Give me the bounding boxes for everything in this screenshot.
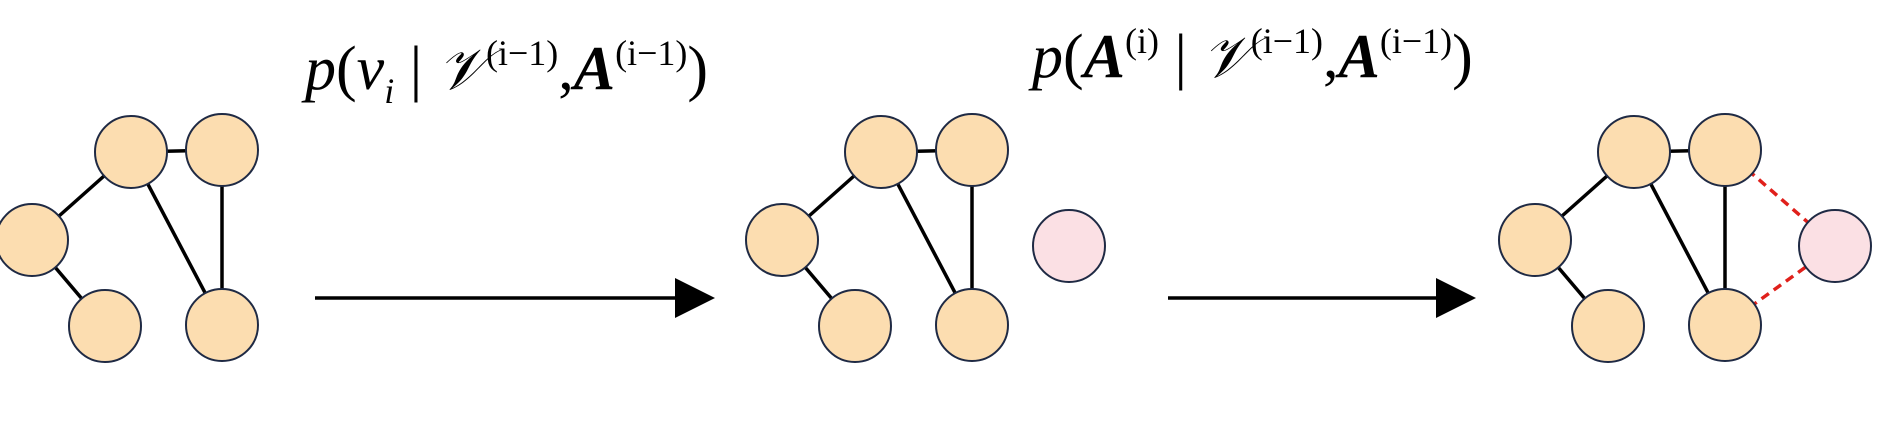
edge-probability-formula: p(A(i) | 𝒱(i−1),A(i−1)) (1032, 23, 1473, 91)
node-set-symbol: 𝒱 (437, 35, 486, 103)
new-node (1032, 209, 1106, 283)
node-d (1571, 289, 1645, 363)
node-b (185, 113, 259, 187)
arrow-add-edges-head (1436, 278, 1476, 318)
arrow-add-node (315, 278, 715, 318)
arrows-layer (315, 278, 1476, 318)
close-paren: ) (687, 35, 709, 103)
node-f (935, 288, 1009, 362)
node-set-superscript: (i−1) (485, 33, 559, 73)
arrow-add-edges (1168, 278, 1476, 318)
graph-step-3 (1498, 113, 1872, 363)
node-f (185, 288, 259, 362)
open-paren: ( (1063, 23, 1084, 91)
adjacency-symbol: A (1083, 23, 1126, 91)
node-a (1597, 115, 1671, 189)
node-variable-index: i (384, 71, 395, 111)
node-b (935, 113, 1009, 187)
node-a (94, 115, 168, 189)
conditional-bar: | (1159, 23, 1203, 91)
graph-step-1 (0, 113, 259, 363)
node-set-superscript: (i−1) (1250, 21, 1324, 61)
node-b (1688, 113, 1762, 187)
node-set-symbol: 𝒱 (1202, 23, 1251, 91)
graphs-layer (0, 113, 1872, 363)
adjacency-superscript: (i−1) (615, 33, 688, 73)
adjacency-superscript: (i) (1125, 21, 1159, 61)
node-variable: v (356, 35, 385, 103)
node-d (818, 289, 892, 363)
adjacency-prev-superscript: (i−1) (1379, 21, 1453, 61)
conditional-bar: | (394, 35, 438, 103)
adjacency-symbol: A (573, 35, 616, 103)
graph-step-2 (745, 113, 1106, 363)
node-c (745, 203, 819, 277)
node-c (0, 203, 69, 277)
node-a (844, 115, 918, 189)
node-d (68, 289, 142, 363)
prob-symbol: p (305, 35, 336, 103)
open-paren: ( (336, 35, 357, 103)
node-probability-formula: p(vi | 𝒱(i−1),A(i−1)) (305, 35, 709, 109)
adjacency-symbol-prev: A (1338, 23, 1380, 91)
prob-symbol: p (1032, 23, 1063, 91)
comma: , (1323, 23, 1339, 91)
node-f (1688, 288, 1762, 362)
close-paren: ) (1452, 23, 1473, 91)
comma: , (558, 35, 574, 103)
arrow-add-node-head (675, 278, 715, 318)
node-c (1498, 203, 1572, 277)
new-node (1798, 209, 1872, 283)
